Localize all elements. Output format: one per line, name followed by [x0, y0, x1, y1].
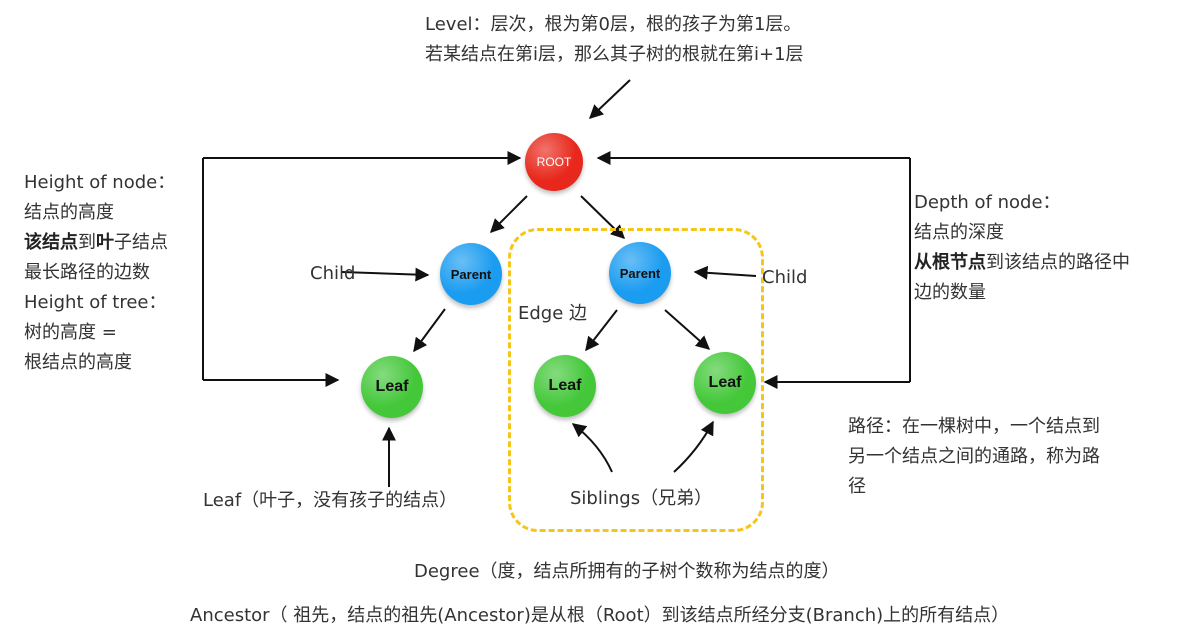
height-line-3: 该结点到叶子结点	[24, 228, 175, 258]
path-line-2: 另一个结点之间的通路，称为路	[848, 446, 1100, 467]
arrow-level-to-root	[588, 79, 631, 119]
depth-line-1: Depth of node：	[914, 192, 1061, 213]
height-line-3-mid: 到	[78, 232, 96, 253]
path-line-3: 径	[848, 476, 866, 497]
height-line-7: 根结点的高度	[24, 352, 132, 373]
height-line-6: 树的高度 =	[24, 322, 117, 343]
edge-label: Edge 边	[518, 303, 588, 324]
path-line-1: 路径：在一棵树中，一个结点到	[848, 416, 1100, 437]
root-node-label: ROOT	[536, 155, 572, 169]
path-annotation: 路径：在一棵树中，一个结点到 另一个结点之间的通路，称为路 径	[848, 412, 1100, 502]
arrow-child-right	[693, 265, 757, 280]
leaf-node-1-label: Leaf	[375, 378, 409, 395]
depth-line-2: 结点的深度	[914, 222, 1004, 243]
arrow-parent-right-to-leaf-2	[585, 309, 618, 352]
siblings-label: Siblings（兄弟）	[570, 488, 713, 509]
arrow-parent-right-to-leaf-3	[664, 309, 711, 350]
level-line-1: Level：层次，根为第0层，根的孩子为第1层。	[425, 14, 802, 35]
arrow-root-to-parent-right	[580, 195, 626, 239]
arrow-parent-left-to-leaf	[413, 308, 446, 353]
leaf-node-3: Leaf	[694, 352, 756, 414]
level-line-2: 若某结点在第i层，那么其子树的根就在第i+1层	[425, 44, 804, 65]
leaf-node-2: Leaf	[534, 355, 596, 417]
ancestor-definition: Ancestor（ 祖先，结点的祖先(Ancestor)是从根（Root）到该结…	[190, 605, 1010, 626]
arrow-siblings-to-leaf-2	[571, 423, 613, 473]
arrow-siblings-to-leaf-3	[673, 420, 714, 473]
parent-node-right-label: Parent	[619, 265, 661, 281]
child-label-right: Child	[762, 267, 808, 288]
height-line-4: 最长路径的边数	[24, 262, 150, 283]
height-line-3-rest: 子结点	[114, 232, 168, 253]
parent-node-left: Parent	[440, 243, 502, 305]
depth-line-3-rest: 到该结点的路径中	[986, 252, 1130, 273]
degree-definition: Degree（度，结点所拥有的子树个数称为结点的度）	[414, 561, 840, 582]
siblings-region	[508, 228, 764, 532]
leaf-description: Leaf（叶子，没有孩子的结点）	[203, 490, 458, 511]
depth-annotation: Depth of node： 结点的深度 从根节点到该结点的路径中 边的数量	[914, 188, 1130, 308]
height-line-2: 结点的高度	[24, 202, 114, 223]
height-line-3-bold-a: 该结点	[24, 232, 78, 253]
root-node: ROOT	[525, 133, 583, 191]
level-annotation: Level：层次，根为第0层，根的孩子为第1层。 若某结点在第i层，那么其子树的…	[425, 12, 804, 68]
parent-node-left-label: Parent	[450, 266, 492, 282]
height-annotation: Height of node： 结点的高度 该结点到叶子结点 最长路径的边数 H…	[24, 168, 175, 378]
leaf-node-3-label: Leaf	[708, 374, 742, 391]
leaf-node-1: Leaf	[361, 356, 423, 418]
arrow-child-left	[341, 267, 430, 282]
leaf-node-2-label: Leaf	[548, 377, 582, 394]
depth-line-4: 边的数量	[914, 282, 986, 303]
height-line-5: Height of tree：	[24, 292, 167, 313]
height-line-3-bold-b: 叶	[96, 232, 114, 253]
child-label-left: Child	[310, 263, 356, 284]
height-line-1: Height of node：	[24, 172, 176, 193]
arrow-root-to-parent-left	[490, 195, 528, 233]
depth-line-3: 从根节点到该结点的路径中	[914, 248, 1130, 278]
parent-node-right: Parent	[609, 242, 671, 304]
depth-line-3-bold: 从根节点	[914, 252, 986, 273]
